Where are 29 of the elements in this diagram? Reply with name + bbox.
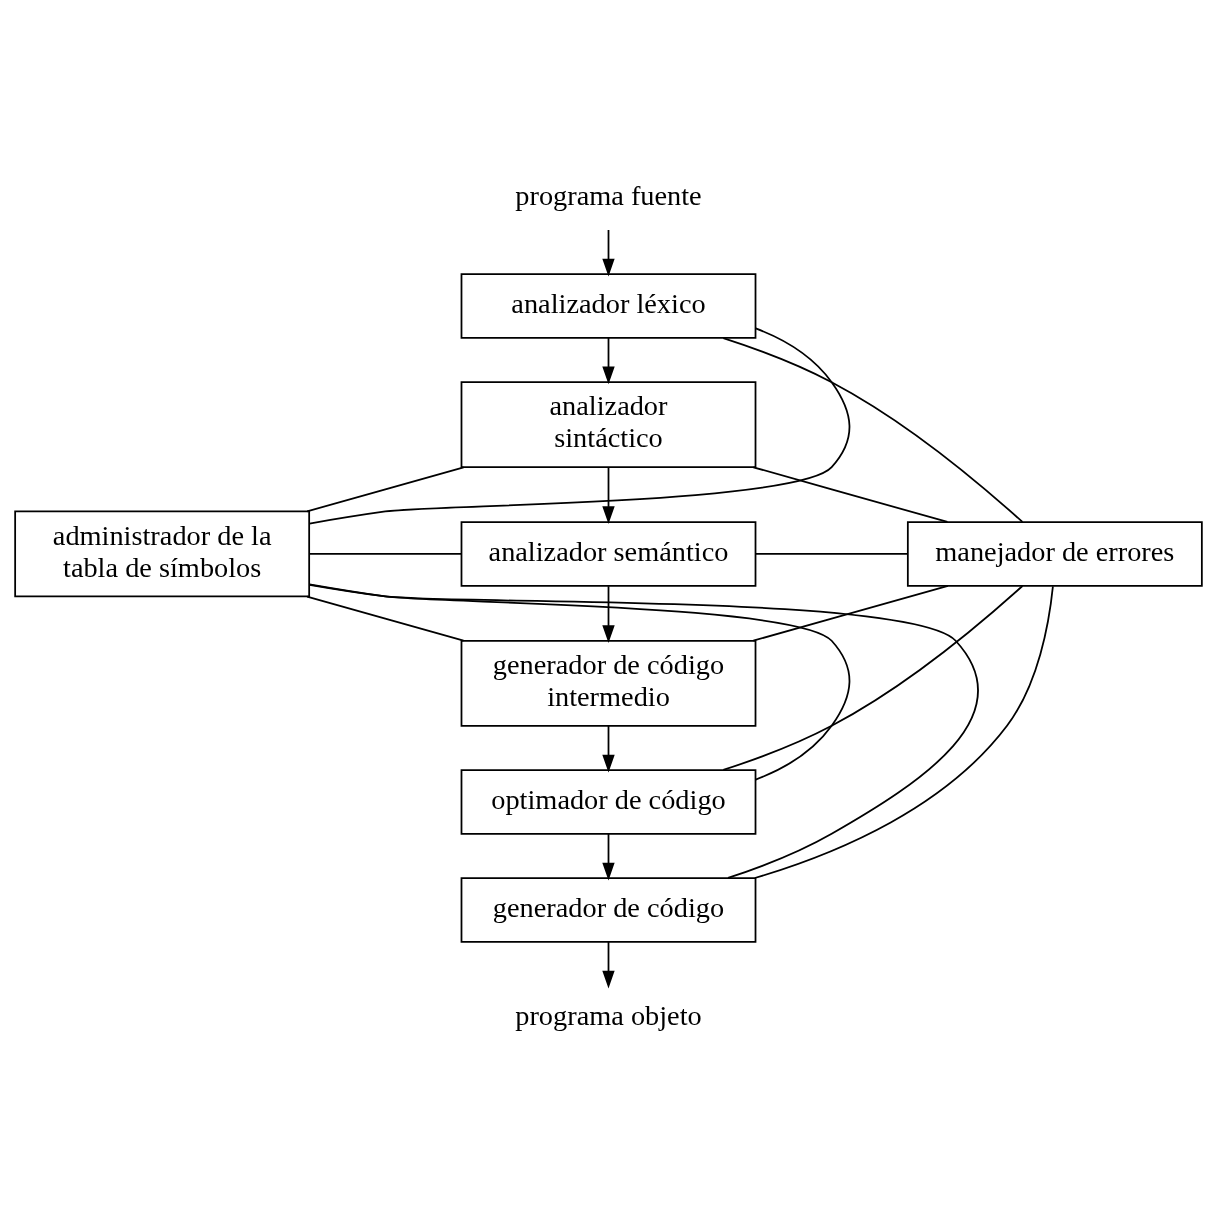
node-text: programa objeto	[515, 999, 702, 1031]
arrow	[602, 228, 615, 276]
node-box: analizador sintáctico	[460, 380, 757, 468]
connector	[752, 584, 949, 642]
node-text: programa fuente	[515, 179, 702, 211]
connector	[752, 465, 949, 523]
connector	[306, 465, 465, 512]
node-box: generador de código intermedio	[460, 639, 757, 727]
arrow	[602, 584, 615, 643]
node-box: analizador léxico	[460, 272, 757, 339]
node-box: manejador de errores	[906, 520, 1203, 587]
arrow	[602, 466, 615, 524]
connector	[754, 552, 909, 555]
arrow	[602, 724, 615, 773]
connector	[306, 595, 465, 642]
node-box: optimador de código	[460, 768, 757, 835]
connector	[722, 336, 1024, 523]
node-box: administrador de la tabla de símbolos	[14, 510, 311, 597]
node-box: analizador semántico	[460, 520, 757, 587]
connector	[308, 583, 851, 780]
arrow	[602, 832, 615, 880]
connector	[308, 327, 851, 524]
node-box: generador de código	[460, 876, 757, 943]
arrow	[602, 336, 615, 384]
connector	[308, 583, 979, 879]
arrow	[602, 940, 615, 988]
connector	[308, 552, 463, 555]
connector	[753, 584, 1054, 879]
connector	[722, 584, 1024, 771]
